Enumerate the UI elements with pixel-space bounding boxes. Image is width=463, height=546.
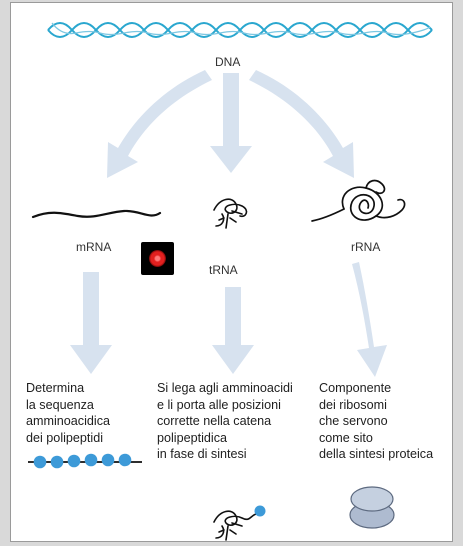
trna-amino-acid-icon: [213, 510, 257, 541]
red-dot-icon: [149, 250, 166, 267]
amino-acid-bead-icon: [254, 505, 266, 517]
mrna-strand-icon: [31, 209, 162, 219]
arrow-rrna-down: [352, 262, 387, 377]
arrow-to-mrna: [107, 70, 212, 178]
polypeptide-chain-icon: [28, 453, 142, 469]
pointer-cursor-icon: [141, 242, 174, 275]
mrna-description: Determina la sequenza amminoacidica dei …: [26, 381, 110, 445]
dna-label: DNA: [215, 55, 241, 69]
rrna-molecule-icon: [311, 179, 406, 222]
arrow-trna-down: [212, 287, 254, 374]
trna-description: Si lega agli amminoacidi e li porta alle…: [157, 381, 293, 461]
arrow-to-rrna: [249, 70, 354, 178]
trna-label: tRNA: [209, 263, 238, 277]
arrow-mrna-down: [70, 272, 112, 374]
mrna-label: mRNA: [76, 240, 112, 254]
rrna-label: rRNA: [351, 240, 381, 254]
dna-helix-icon: [47, 22, 433, 38]
rrna-description: Componente dei ribosomi che servono come…: [319, 381, 434, 461]
arrow-to-trna: [210, 73, 252, 173]
trna-molecule-icon: [213, 198, 248, 229]
ribosome-icon: [349, 486, 395, 529]
